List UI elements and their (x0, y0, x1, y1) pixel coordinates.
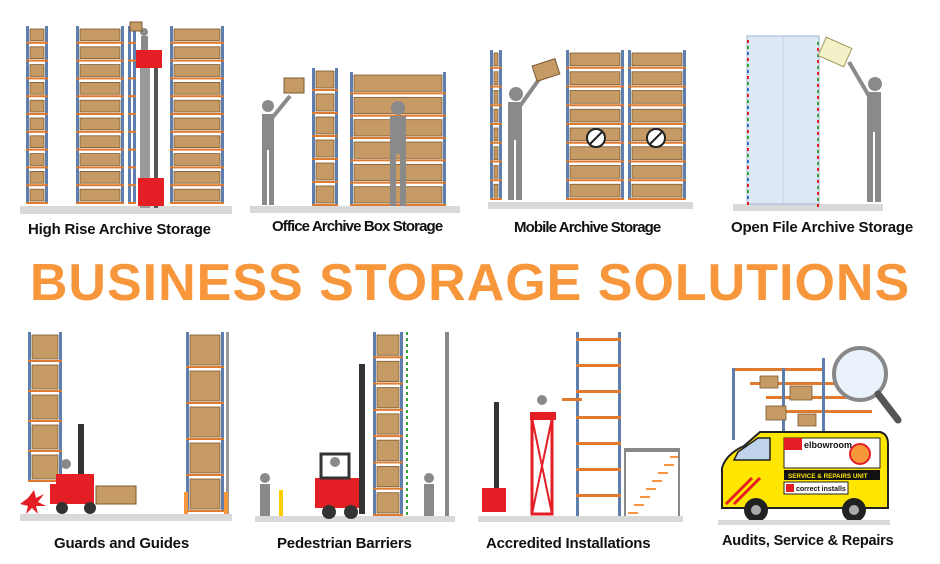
caption-pedestrian-barriers: Pedestrian Barriers (277, 535, 412, 552)
caption-mobile-archive-storage: Mobile Archive Storage (514, 219, 661, 236)
installation-lift-illustration (478, 332, 683, 522)
panel-high-rise-archive-storage: High Rise Archive Storage (20, 18, 235, 243)
caption-accredited-installations: Accredited Installations (486, 535, 651, 552)
panel-mobile-archive-storage: Mobile Archive Storage (488, 46, 698, 246)
panel-office-archive-box-storage: Office Archive Box Storage (250, 60, 465, 245)
open-file-shelving-illustration (733, 35, 883, 211)
caption-high-rise-archive-storage: High Rise Archive Storage (28, 221, 211, 238)
caption-guards-and-guides: Guards and Guides (54, 535, 189, 552)
van-unit-label: SERVICE & REPAIRS UNIT (788, 473, 868, 480)
service-van-illustration: elbowroom SERVICE & REPAIRS UNIT correct… (718, 346, 902, 525)
van-brand: elbowroom (804, 440, 852, 450)
caption-audits-service-repairs: Audits, Service & Repairs (722, 533, 894, 549)
van-badge: correct installs (796, 486, 846, 493)
panel-pedestrian-barriers: Pedestrian Barriers (255, 328, 460, 556)
page-title: BUSINESS STORAGE SOLUTIONS (29, 254, 911, 312)
panel-accredited-installations: Accredited Installations (478, 328, 693, 556)
panel-guards-and-guides: Guards and Guides (20, 328, 235, 556)
mobile-racking-illustration (488, 50, 693, 209)
office-shelving-illustration (250, 68, 460, 213)
panel-audits-service-repairs: elbowroom SERVICE & REPAIRS UNIT correct… (712, 328, 934, 556)
magnifier-icon (832, 346, 888, 402)
caption-office-archive-box-storage: Office Archive Box Storage (272, 218, 443, 235)
caption-open-file-archive-storage: Open File Archive Storage (731, 219, 913, 236)
rack-guard-forklift-illustration (20, 332, 232, 521)
pedestrian-barrier-forklift-illustration (255, 332, 455, 522)
panel-open-file-archive-storage: Open File Archive Storage (725, 32, 935, 246)
high-rise-rack-illustration (20, 21, 232, 214)
